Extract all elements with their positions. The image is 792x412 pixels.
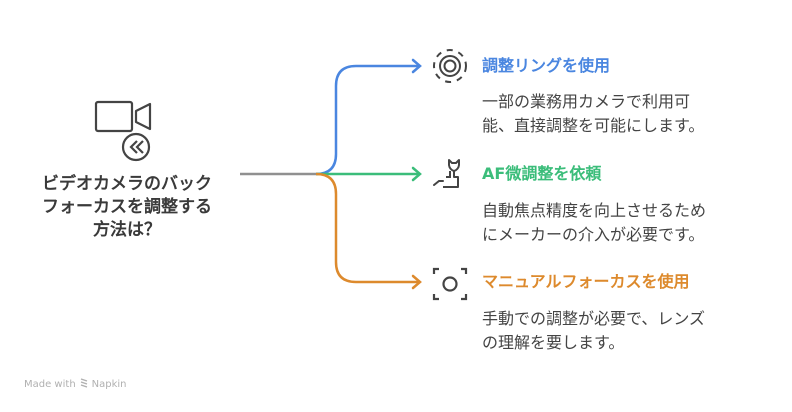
branch-title-adjustment-ring: 調整リングを使用 [482,56,611,75]
desc-line: 自動焦点精度を向上させるため [482,201,707,220]
video-camera-rewind-icon [92,98,162,164]
desc-line: の理解を要します。 [482,333,625,352]
arrowhead-branch-2 [411,166,422,182]
branch-desc-adjustment-ring: 一部の業務用カメラで利用可 能、直接調整を可能にします。 [482,90,782,138]
focus-frame-icon [430,264,470,304]
adjustment-ring-icon [430,46,470,86]
napkin-brand-label: Napkin [91,379,127,390]
branch-title-af-fine-tune: AF微調整を依頼 [482,164,602,183]
central-title-line: 方法は？ [93,220,161,240]
desc-line: 能、直接調整を可能にします。 [482,116,705,135]
desc-line: 一部の業務用カメラで利用可 [482,92,691,111]
central-question: ビデオカメラのバック フォーカスを調整する 方法は？ [12,173,242,242]
central-title-line: ビデオカメラのバック [42,174,212,194]
napkin-logo-icon [79,378,89,391]
made-with-label: Made with [24,379,76,390]
desc-line: 手動での調整が必要で、レンズ [482,309,706,328]
desc-line: にメーカーの介入が必要です。 [482,225,705,244]
made-with-napkin-badge: Made with Napkin [24,378,127,391]
branch-title-manual-focus: マニュアルフォーカスを使用 [482,272,690,291]
connector-branch-1 [315,64,420,176]
branch-desc-manual-focus: 手動での調整が必要で、レンズ の理解を要します。 [482,307,782,355]
arrowhead-branch-1 [411,58,422,74]
branch-desc-af-fine-tune: 自動焦点精度を向上させるため にメーカーの介入が必要です。 [482,199,782,247]
central-title-line: フォーカスを調整する [42,197,212,217]
connector-branch-3 [315,172,420,284]
arrowhead-branch-3 [411,274,422,290]
wrench-hand-icon [430,155,470,195]
